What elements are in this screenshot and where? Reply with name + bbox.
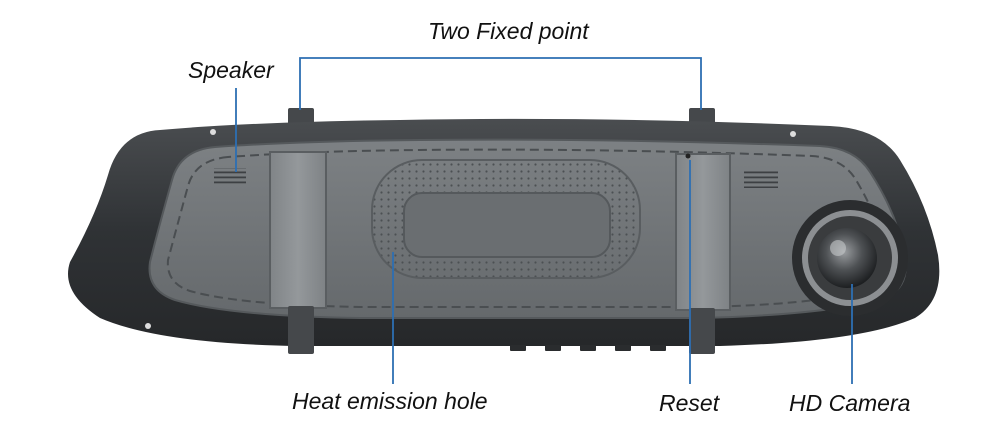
reset-pinhole (685, 153, 691, 159)
bottom-buttons (510, 345, 666, 351)
speaker-grille-left (214, 168, 246, 186)
fixed-clip-left-bottom (288, 306, 314, 354)
fixed-clip-right-bottom (689, 308, 715, 354)
hd-camera-lens (792, 200, 908, 316)
heat-vent-frame (371, 159, 641, 279)
label-fixed-point: Two Fixed point (428, 18, 589, 44)
callout-fixed-point (299, 57, 702, 110)
label-camera: HD Camera (789, 390, 911, 416)
right-display-strip (675, 153, 731, 311)
screw-dot (145, 323, 151, 329)
speaker-grille-right (744, 170, 778, 188)
label-speaker: Speaker (188, 57, 274, 83)
label-heat-hole: Heat emission hole (292, 388, 488, 414)
callout-lines (235, 57, 853, 384)
label-reset: Reset (659, 390, 720, 416)
screw-dot (790, 131, 796, 137)
left-display-strip (269, 151, 327, 309)
screw-dot (210, 129, 216, 135)
heat-vent-center (403, 192, 611, 258)
